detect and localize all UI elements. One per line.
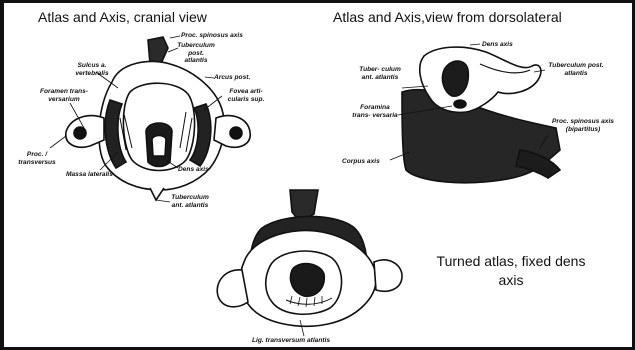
- label-tuberculum-ant-atlantis-cranial: Tuberculum ant. atlantis: [168, 194, 212, 209]
- label-fovea-articularis-sup: Fovea arti- cularis sup.: [222, 88, 270, 103]
- title-dorsolateral-view: Atlas and Axis,view from dorsolateral: [333, 9, 562, 25]
- title-turned-atlas: Turned atlas, fixed dens axis: [436, 252, 586, 290]
- label-foramen-transversarium: Foramen trans- versarium: [36, 88, 92, 103]
- label-massa-lateralis: Massa lateralis: [66, 171, 113, 179]
- label-proc-spinosus-axis-bipartitus: Proc. spinosus axis (bipartitus): [548, 118, 618, 133]
- title-cranial-view: Atlas and Axis, cranial view: [38, 9, 207, 25]
- label-tuberculum-post-atlantis: Tuberculum post. atlantis: [176, 42, 216, 65]
- label-proc-transversus: Proc. / transversus: [18, 151, 56, 166]
- atlas-axis-dorsolateral-illustration: [402, 47, 560, 183]
- label-corpus-axis: Corpus axis: [342, 158, 380, 166]
- label-tuberculum-post-atlantis-dorsolateral: Tuberculum post. atlantis: [546, 62, 606, 77]
- label-dens-axis-dorsolateral: Dens axis: [482, 41, 513, 49]
- turned-atlas-illustration: [217, 190, 402, 326]
- label-lig-transversum-atlantis: Lig. transversum atlantis: [252, 337, 330, 345]
- label-foramina-transversaria: Foramina trans- versaria: [352, 104, 398, 119]
- label-proc-spinosus-axis: Proc. spinosus axis: [181, 32, 243, 40]
- label-dens-axis-cranial: Dens axis: [178, 166, 209, 174]
- label-tuberculum-ant-atlantis-dorsolateral: Tuber- culum ant. atlantis: [356, 66, 404, 81]
- label-sulcus-a-vertebralis: Sulcus a. vertebralis: [68, 62, 116, 77]
- label-arcus-post: Arcus post.: [214, 74, 250, 82]
